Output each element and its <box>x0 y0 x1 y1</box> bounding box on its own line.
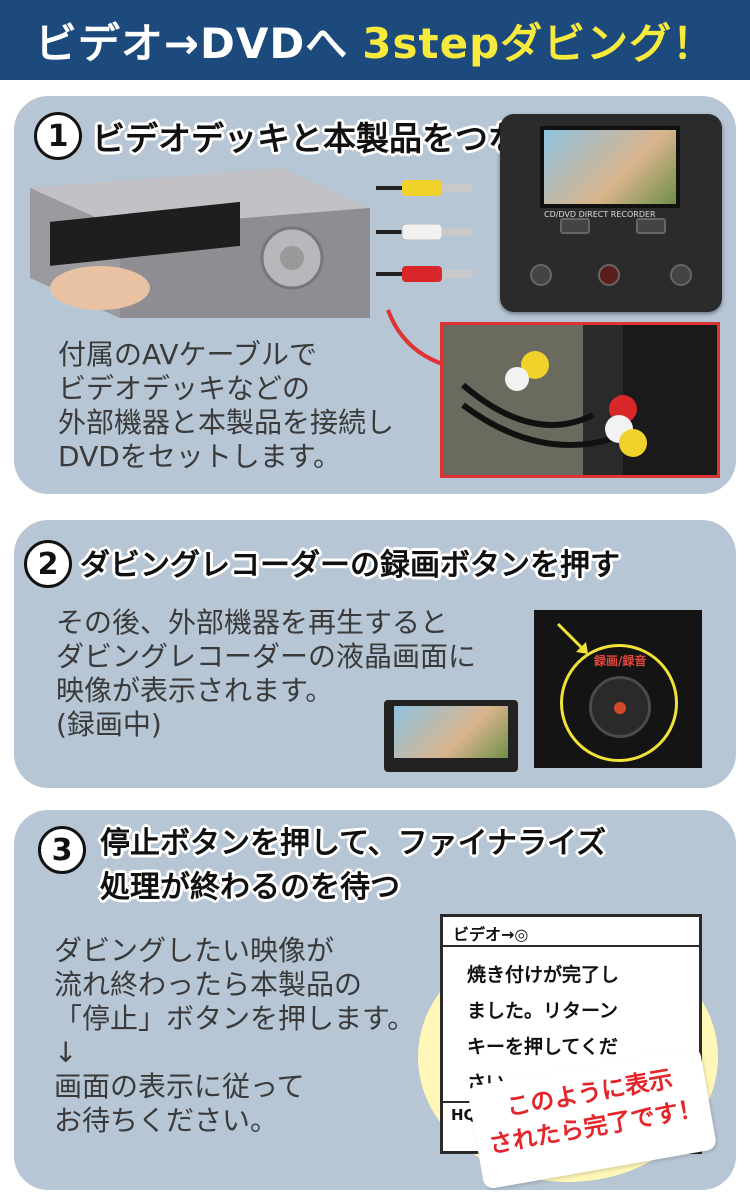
recorder-button-mid-left <box>560 218 590 234</box>
record-button-label: 録画/録音 <box>594 654 647 668</box>
step3-text-line: ダビングしたい映像が <box>54 934 335 967</box>
lcd-message-line: ました。リターン <box>467 1000 619 1022</box>
step2-title: ダビングレコーダーの録画ボタンを押す <box>80 548 620 583</box>
lcd-message-line: 焼き付けが完了し <box>467 964 620 986</box>
step3-text-line: 画面の表示に従って <box>54 1070 305 1103</box>
step1-text-line: 付属のAVケーブルで <box>58 338 317 371</box>
step3-description: ダビングしたい映像が 流れ終わったら本製品の 「停止」ボタンを押します。 ↓ 画… <box>54 934 415 1138</box>
recorder-button-mid-right <box>636 218 666 234</box>
connection-closeup-photo <box>440 322 720 478</box>
step1-text-line: DVDをセットします。 <box>58 440 341 473</box>
step3-text-line: 流れ終わったら本製品の <box>54 968 363 1001</box>
step2-text-line: その後、外部機器を再生すると <box>56 606 449 639</box>
pointer-arrow-icon <box>556 622 588 654</box>
header-title-yellow: 3stepダビング！ <box>362 18 716 68</box>
highlight-ring <box>560 644 678 762</box>
step3-title-line1: 停止ボタンを押して、ファイナライズ <box>100 826 607 861</box>
step1-text-line: 外部機器と本製品を接続し <box>58 406 395 439</box>
recorder-lcd-preview-image <box>384 700 518 772</box>
header-title-white: ビデオ→DVDへ <box>34 18 349 68</box>
vcr-device-image <box>30 168 370 318</box>
record-indicator-dot <box>614 702 626 714</box>
lcd-preview-video <box>394 706 508 758</box>
step2-text-line: 映像が表示されます。 <box>56 674 334 707</box>
recorder-record-button <box>598 264 620 286</box>
lcd-message-line: キーを押してくだ <box>467 1036 618 1058</box>
step3-title: 停止ボタンを押して、ファイナライズ 処理が終わるのを待つ <box>100 822 606 910</box>
step3-text-line: お待ちください。 <box>54 1104 279 1137</box>
recorder-button-left <box>530 264 552 286</box>
step2-description: その後、外部機器を再生すると ダビングレコーダーの液晶画面に 映像が表示されます… <box>56 606 476 742</box>
step1-title: ビデオデッキと本製品をつなぐ <box>92 119 554 158</box>
step2-text-line: ダビングレコーダーの液晶画面に <box>56 640 477 673</box>
lcd-header: ビデオ→◎ <box>443 917 699 947</box>
step1-description: 付属のAVケーブルで ビデオデッキなどの 外部機器と本製品を接続し DVDをセッ… <box>58 338 394 474</box>
av-cables-image <box>376 180 472 282</box>
step3-text-line: ↓ <box>54 1036 78 1069</box>
step1-number-badge: 1 <box>34 112 82 160</box>
recorder-screen <box>540 126 680 208</box>
record-button-closeup-photo: 録画/録音 <box>534 610 702 768</box>
step3-text-line: 「停止」ボタンを押します。 <box>54 1002 416 1035</box>
step2-text-line: (録画中) <box>56 708 162 741</box>
lcd-message: 焼き付けが完了し ました。リターン キーを押してくだ さい <box>467 957 687 1101</box>
step3-number-badge: 3 <box>38 826 86 874</box>
dubbing-recorder-image: CD/DVD DIRECT RECORDER <box>500 114 722 312</box>
step1-text-line: ビデオデッキなどの <box>58 372 311 405</box>
step2-number-badge: 2 <box>24 540 72 588</box>
recorder-button-right <box>670 264 692 286</box>
step3-title-line2: 処理が終わるのを待つ <box>100 870 400 905</box>
recorder-brand-label: CD/DVD DIRECT RECORDER <box>544 210 656 219</box>
page-header: ビデオ→DVDへ 3stepダビング！ <box>0 0 750 80</box>
